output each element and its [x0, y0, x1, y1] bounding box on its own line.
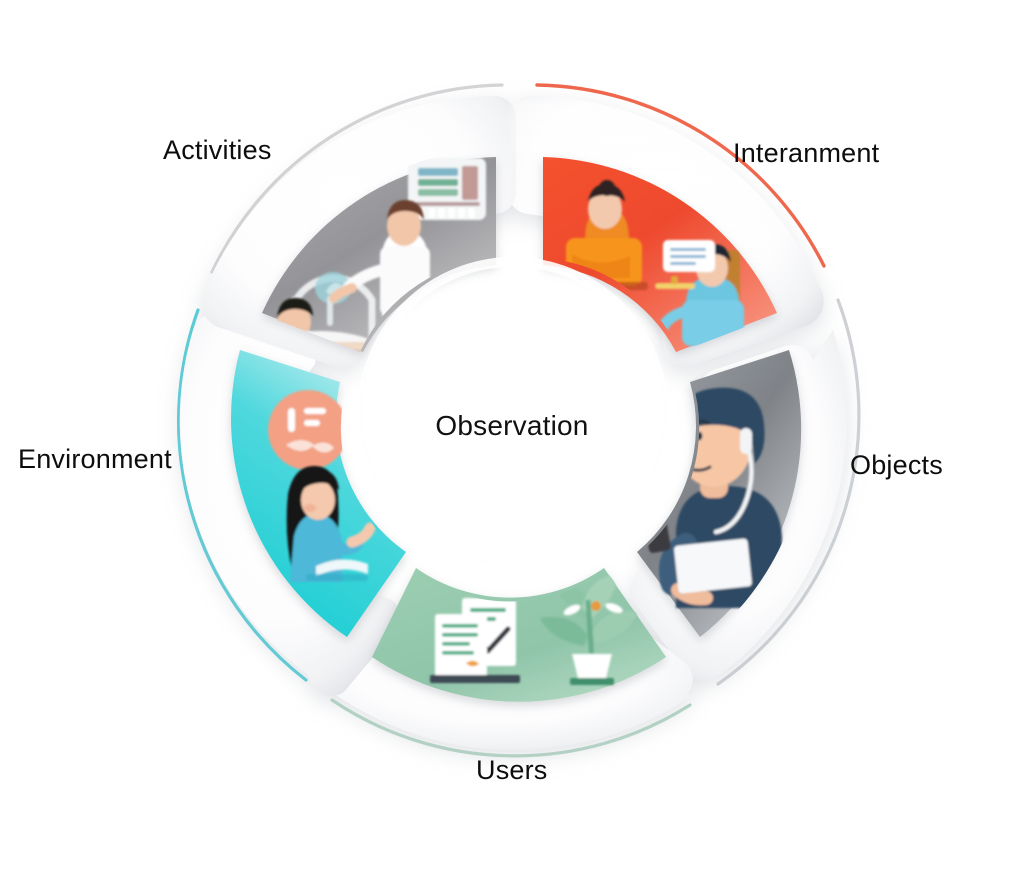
man-blue-hoodie [655, 240, 744, 346]
segment-label-activities[interactable]: Activities [163, 135, 272, 165]
accent-arc-interanment [535, 83, 826, 268]
accent-arc-users [330, 698, 692, 758]
illustration-users [430, 574, 638, 685]
hub-inner-glow [358, 257, 668, 567]
wall-screen [408, 158, 486, 220]
illustration-environment [268, 390, 376, 582]
documents-group [430, 598, 520, 683]
illustration-objects [640, 387, 782, 608]
speech-bubble-icon [663, 240, 715, 272]
plant-base [570, 678, 614, 685]
potted-plant [540, 574, 638, 685]
accent-arc-objects [716, 298, 861, 686]
outer-accent-arcs [177, 83, 861, 758]
man-with-headphones [640, 387, 782, 608]
accent-arc-environment [177, 308, 308, 682]
segment-label-environment[interactable]: Environment [18, 444, 172, 474]
girl-reading [286, 466, 376, 582]
accent-arc-activities [210, 83, 504, 274]
hub-disc [361, 260, 665, 564]
illustration-interanment [562, 180, 744, 346]
peach-circle-badge [268, 390, 348, 470]
center-label-observation: Observation [435, 410, 589, 441]
desk-bar [430, 675, 520, 683]
segment-label-objects[interactable]: Objects [850, 450, 943, 480]
segment-label-interanment[interactable]: Interanment [733, 138, 880, 168]
segment-label-users[interactable]: Users [476, 755, 548, 785]
